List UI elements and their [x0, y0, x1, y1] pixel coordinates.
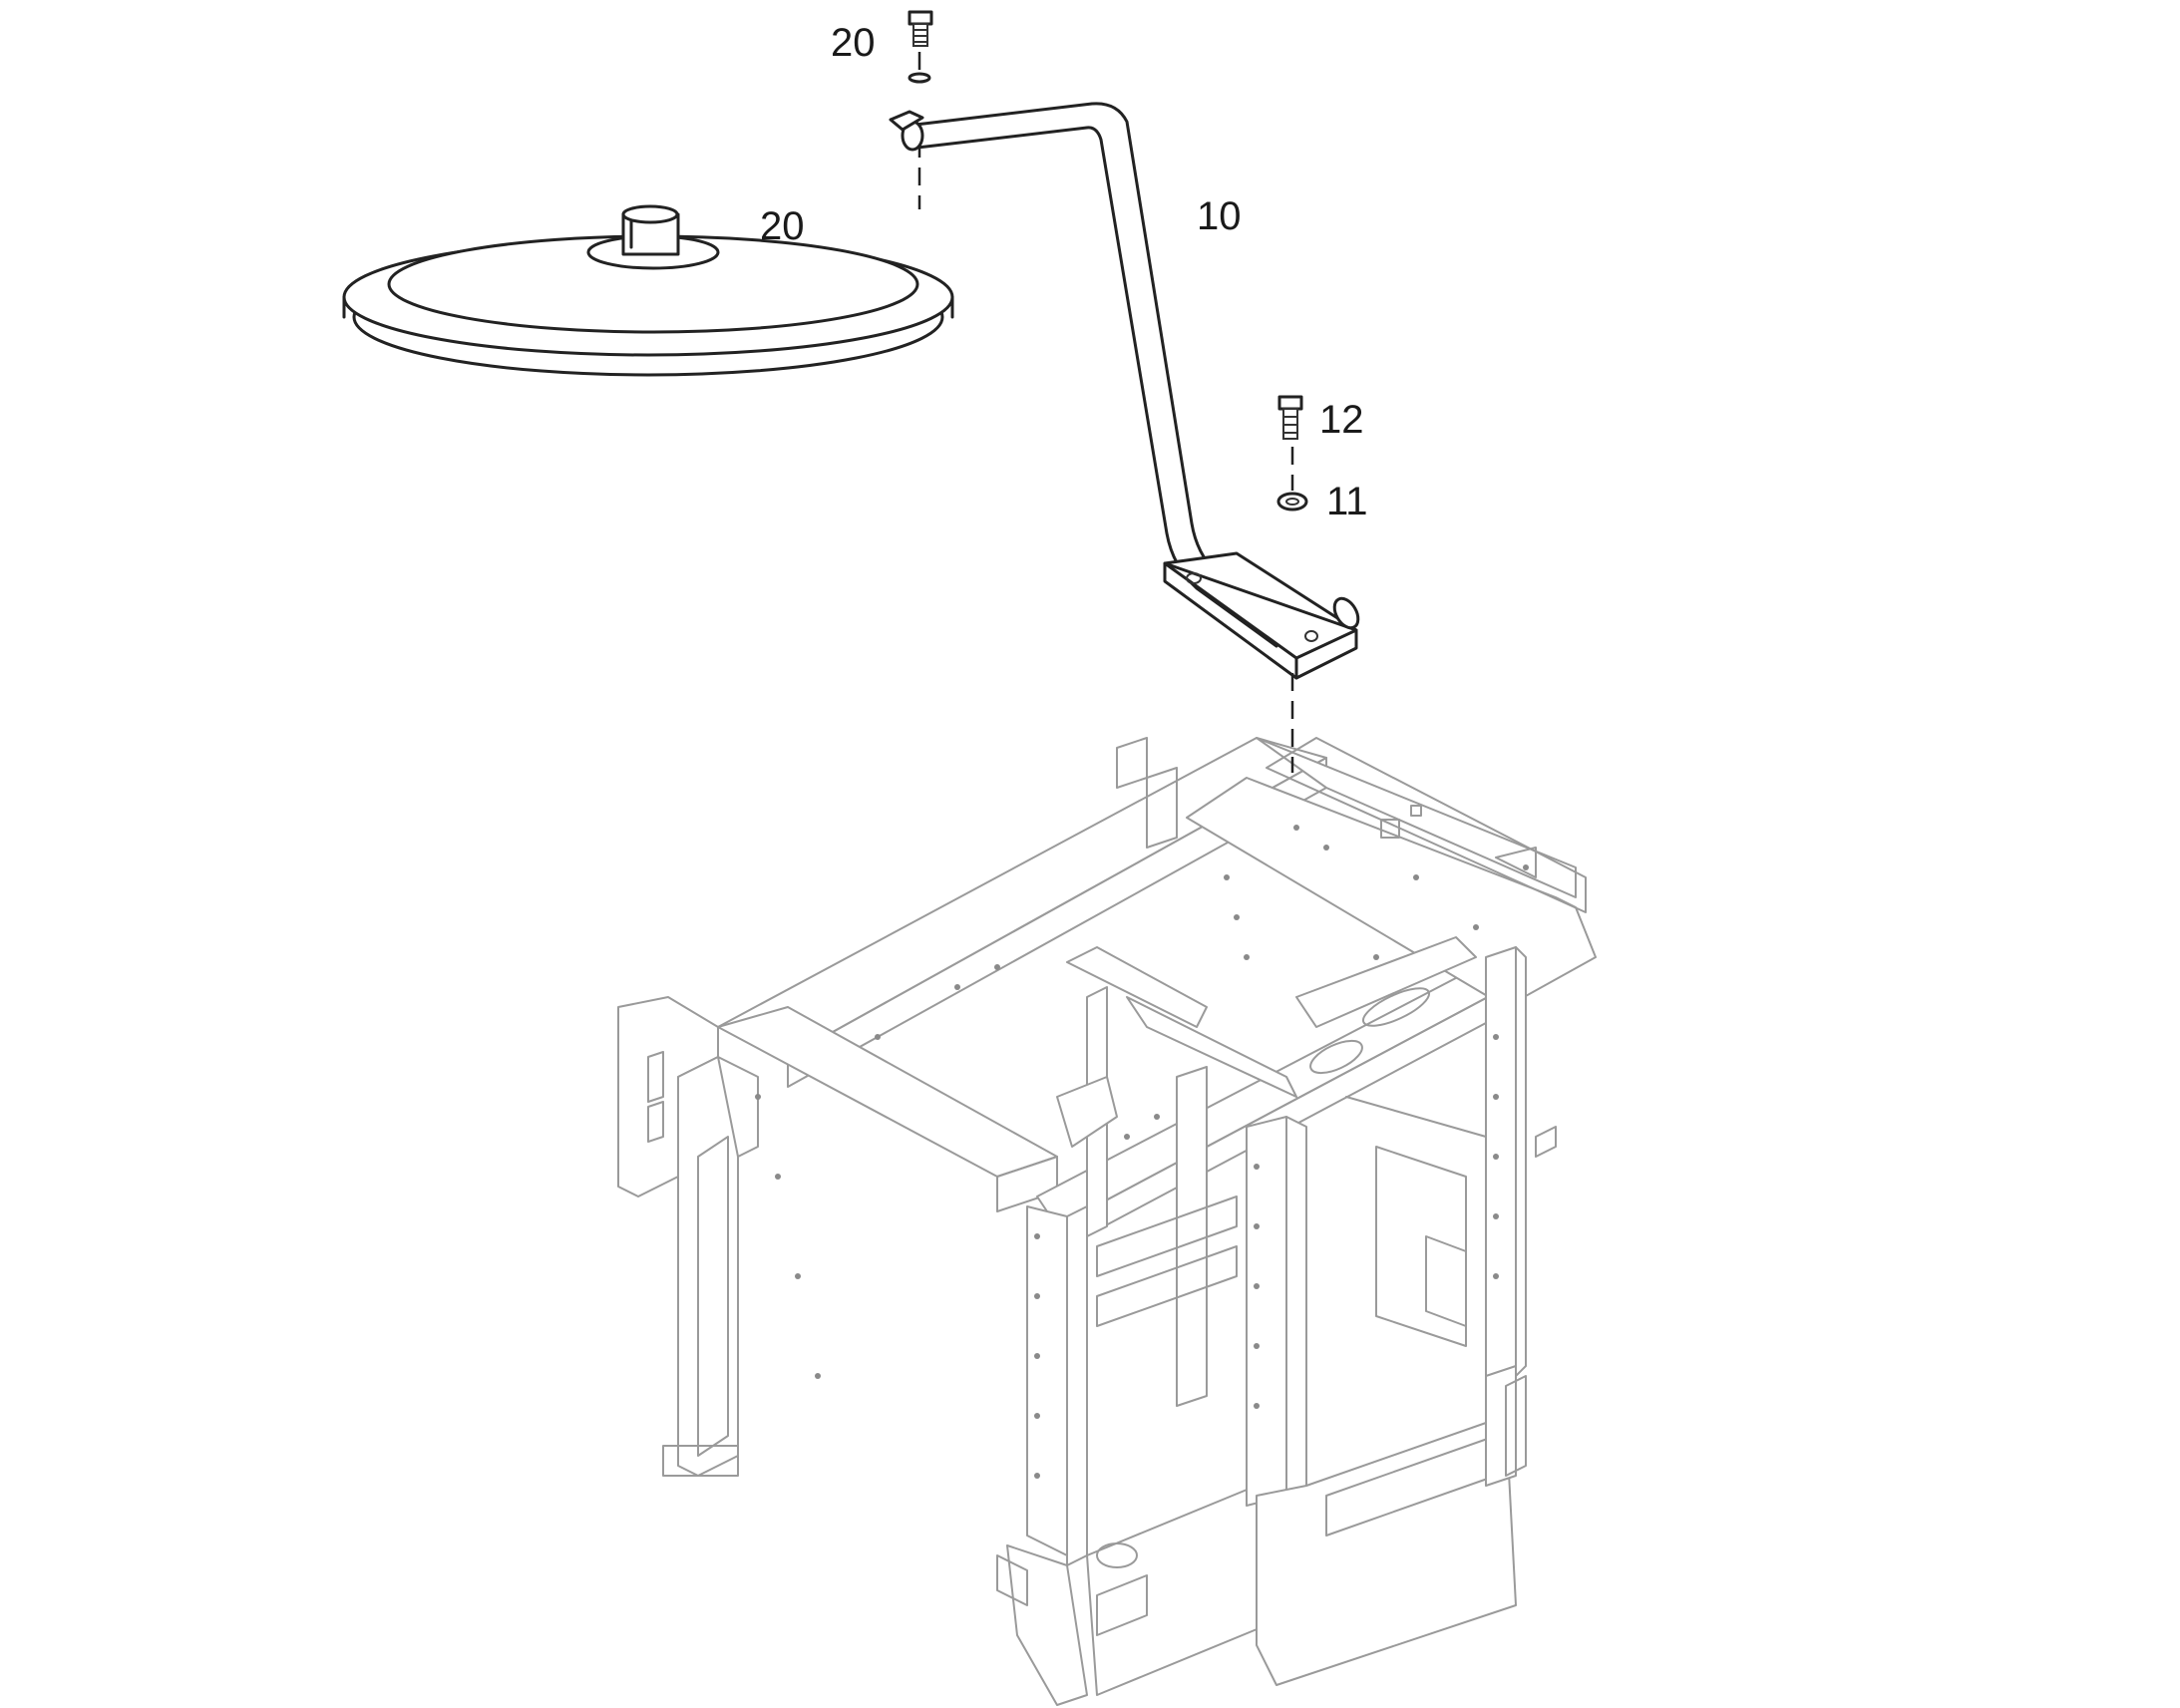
mirror-arm: [889, 102, 1360, 680]
callout-base-washer: 11: [1326, 480, 1368, 523]
callout-top-bolt: 20: [831, 21, 876, 65]
top-bolt: [908, 10, 933, 84]
frame-fastener-dots: [755, 825, 1529, 1479]
cab-frame: [617, 737, 1597, 1706]
callout-base-bolt: 12: [1319, 398, 1364, 442]
callout-mirror: 20: [760, 204, 805, 248]
base-bolt: [1277, 395, 1303, 440]
mirror-head: [342, 204, 954, 377]
callout-arm: 10: [1197, 194, 1242, 238]
base-washer: [1276, 492, 1308, 512]
